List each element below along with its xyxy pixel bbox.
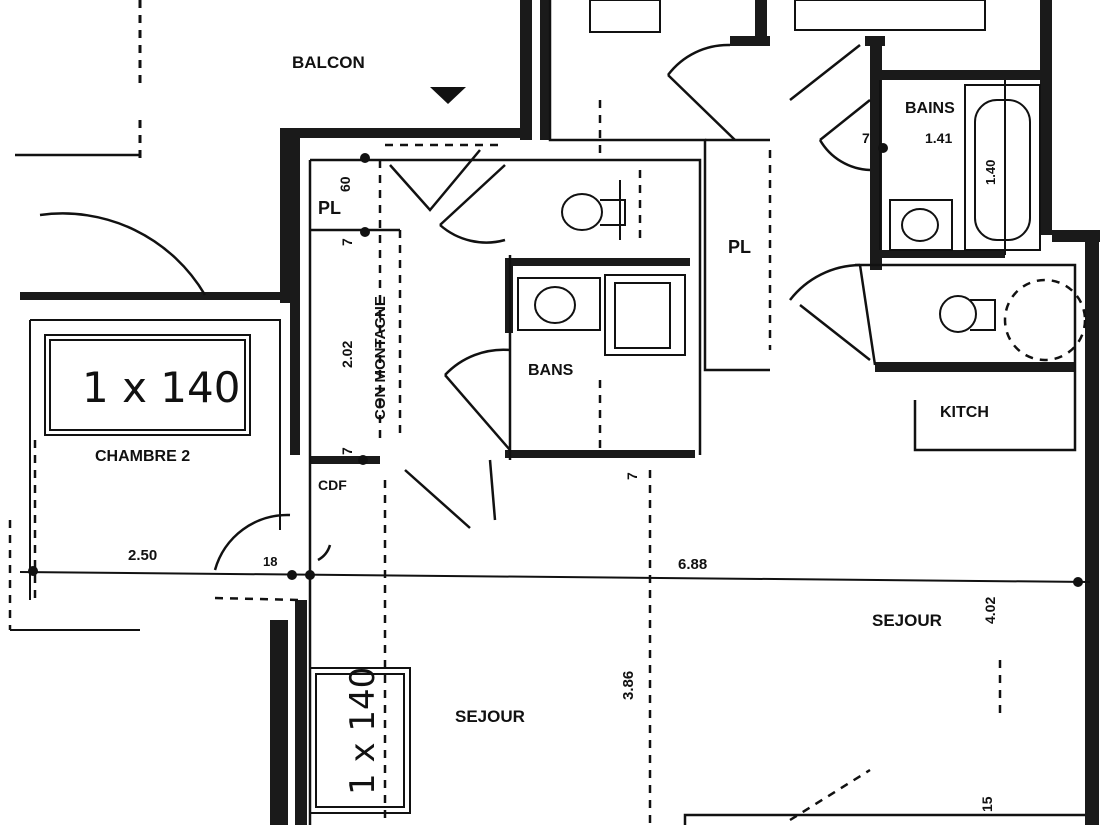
label-chambre: CHAMBRE 2 [95,448,190,465]
walls [20,0,1100,825]
dim-18: 18 [263,554,277,569]
dim-15: 15 [979,796,995,812]
label-bains-top: BAINS [905,100,955,117]
dim-202: 2.02 [339,341,355,368]
label-sejour-right: SEJOUR [872,611,942,630]
doors [39,43,877,571]
handwritten-bed-sejour: 1 x 140 [343,667,383,795]
label-bains-center: BANS [528,362,574,379]
dim-386: 3.86 [620,671,637,700]
handwritten-bed-chambre: 1 x 140 [82,363,240,412]
dim-7d: 7 [862,130,870,146]
arrow-down-icon [430,87,466,104]
dim-7b: 7 [339,447,355,455]
dashed-lines [8,0,1002,825]
label-pl-left: PL [318,198,341,218]
label-kitch: KITCH [940,404,989,421]
dim-402: 4.02 [982,597,998,624]
dim-141: 1.41 [925,130,952,146]
label-balcon: BALCON [292,53,365,72]
dimensions: 60 7 7 7 7 2.02 2.50 18 6.88 3.86 4.02 1… [128,130,998,812]
dim-7c: 7 [624,472,640,480]
label-pl-center: PL [728,237,751,257]
label-con-montagne: CON MONTAGNE [372,296,389,420]
handwritten-notes: 1 x 140 1 x 140 [82,363,383,795]
dim-7a: 7 [339,238,355,246]
dim-140v: 1.40 [983,160,998,185]
room-labels: BALCON BAINS BANS CHAMBRE 2 SEJOUR SEJOU… [95,53,989,726]
label-sejour-left: SEJOUR [455,707,525,726]
partition-lines [10,0,1091,825]
dim-688: 6.88 [678,556,707,573]
fixtures [28,0,1087,814]
dim-250: 2.50 [128,547,157,564]
dim-60: 60 [337,176,353,192]
label-cdf: CDF [318,477,347,493]
